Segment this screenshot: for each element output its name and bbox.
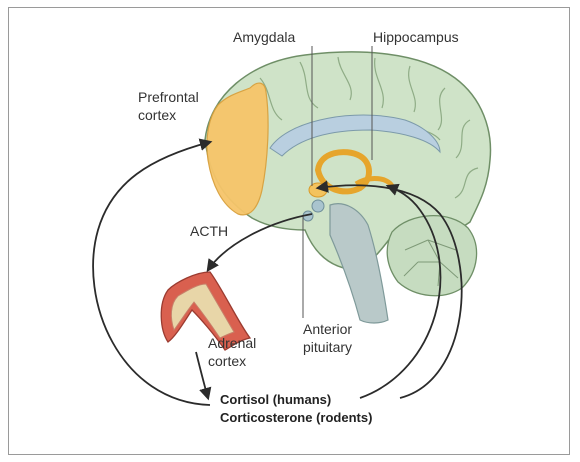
label-anterior-pituitary-line1: Anterior bbox=[303, 321, 352, 337]
brain-illustration bbox=[205, 52, 490, 323]
prefrontal-cortex-region bbox=[207, 83, 268, 215]
cerebellum bbox=[387, 216, 476, 296]
label-hippocampus: Hippocampus bbox=[373, 29, 459, 45]
label-corticosterone: Corticosterone (rodents) bbox=[220, 410, 372, 425]
label-amygdala: Amygdala bbox=[233, 29, 295, 45]
label-prefrontal-line1: Prefrontal bbox=[138, 89, 199, 105]
cortisol-to-prefrontal-arrow bbox=[93, 142, 210, 405]
label-cortisol: Cortisol (humans) bbox=[220, 392, 331, 407]
label-acth: ACTH bbox=[190, 223, 228, 239]
label-adrenal-line2: cortex bbox=[208, 353, 246, 369]
adrenal-to-cortisol-arrow bbox=[196, 352, 208, 398]
label-prefrontal-line2: cortex bbox=[138, 107, 176, 123]
label-anterior-pituitary-line2: pituitary bbox=[303, 339, 352, 355]
hypothalamus bbox=[312, 200, 324, 212]
label-adrenal-line1: Adrenal bbox=[208, 335, 256, 351]
